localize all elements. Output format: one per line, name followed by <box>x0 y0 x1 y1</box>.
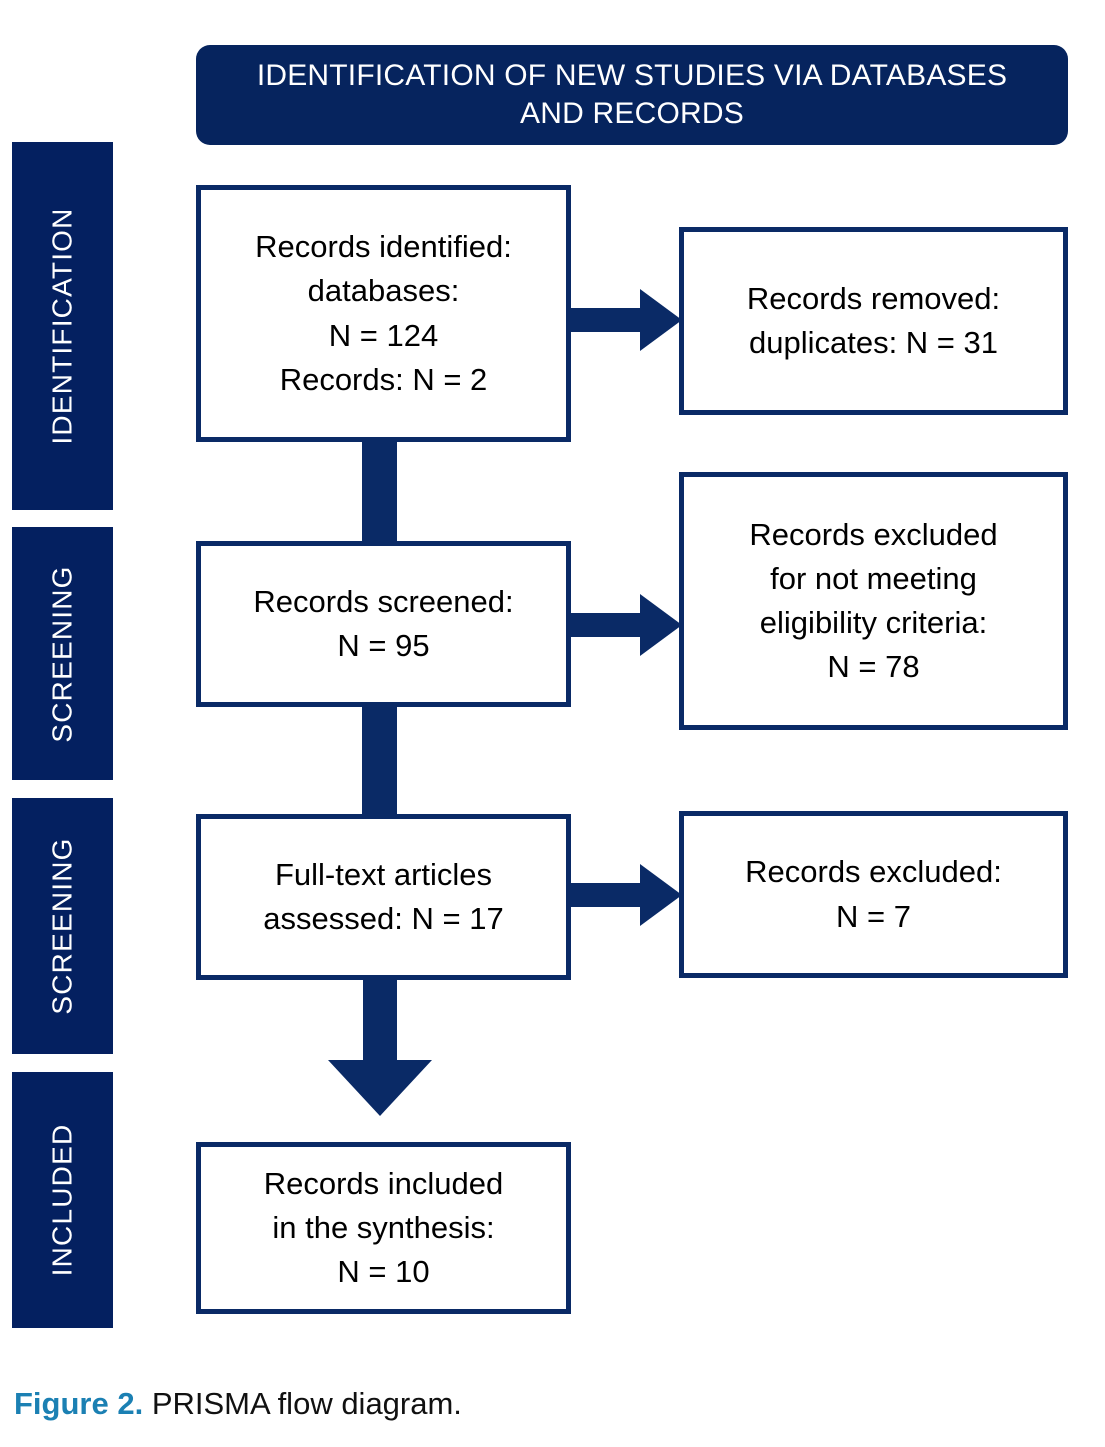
arrow-shaft <box>363 974 397 1066</box>
arrow-fulltext-to-included <box>328 974 432 1116</box>
arrow-screened-to-excluded-eligibility <box>566 594 682 656</box>
box-records-excluded-text: Records excluded:N = 7 <box>745 854 1002 934</box>
figure-caption: Figure 2. PRISMA flow diagram. <box>14 1386 462 1422</box>
connector-identified-to-screened <box>362 440 397 545</box>
stage-label-screening-2: SCREENING <box>46 837 78 1015</box>
arrow-head <box>328 1060 432 1116</box>
box-records-screened-text: Records screened:N = 95 <box>253 583 514 663</box>
arrow-head <box>640 864 682 926</box>
figure-caption-label: Figure 2. <box>14 1386 144 1421</box>
box-records-removed: Records removed:duplicates: N = 31 <box>679 227 1068 415</box>
arrow-head <box>640 289 682 351</box>
arrow-fulltext-to-excluded <box>566 864 682 926</box>
diagram-title-text: IDENTIFICATION OF NEW STUDIES VIA DATABA… <box>256 58 1008 130</box>
stage-bar-screening-1: SCREENING <box>12 527 113 780</box>
figure-caption-text: PRISMA flow diagram. <box>143 1386 462 1421</box>
stage-label-included: INCLUDED <box>46 1123 78 1277</box>
diagram-title-banner: IDENTIFICATION OF NEW STUDIES VIA DATABA… <box>196 45 1068 145</box>
stage-bar-included: INCLUDED <box>12 1072 113 1328</box>
box-records-excluded: Records excluded:N = 7 <box>679 811 1068 978</box>
arrow-head <box>640 594 682 656</box>
arrow-shaft <box>566 308 646 332</box>
connector-screened-to-fulltext <box>362 703 397 818</box>
stage-label-identification: IDENTIFICATION <box>46 207 78 445</box>
stage-label-screening-1: SCREENING <box>46 564 78 743</box>
arrow-identified-to-removed <box>566 289 682 351</box>
stage-bar-screening-2: SCREENING <box>12 798 113 1054</box>
box-records-screened: Records screened:N = 95 <box>196 541 571 707</box>
box-records-removed-text: Records removed:duplicates: N = 31 <box>746 280 1001 360</box>
stage-bar-identification: IDENTIFICATION <box>12 142 113 510</box>
arrow-shaft <box>566 613 646 637</box>
arrow-shaft <box>566 883 646 907</box>
